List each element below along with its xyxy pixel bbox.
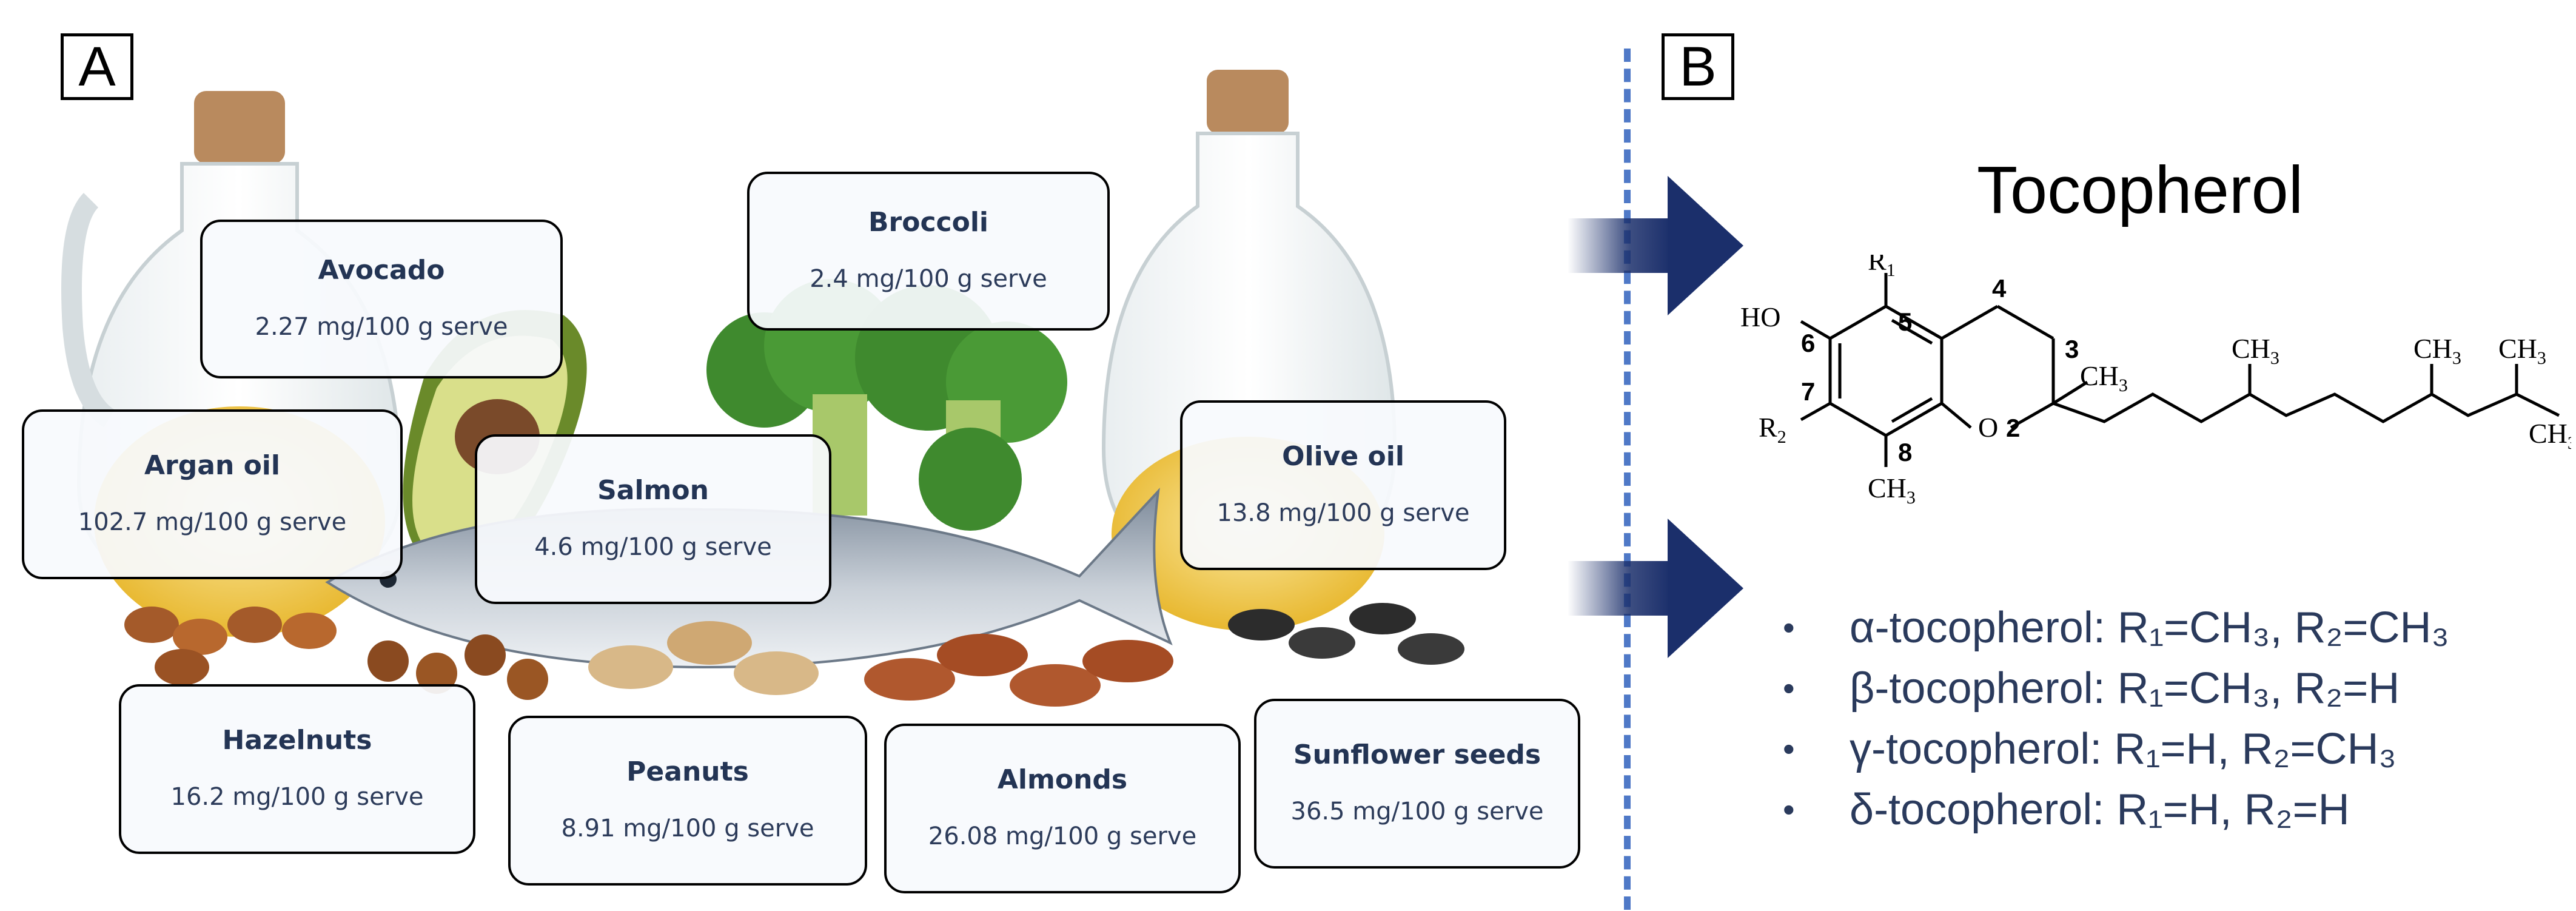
food-name: Almonds [997, 764, 1128, 795]
chain-methyl-label: CH3 [2498, 333, 2546, 368]
peanuts-info-box: Peanuts 8.91 mg/100 g serve [508, 716, 867, 886]
position-5-label: 5 [1898, 308, 1912, 336]
food-amount: 8.91 mg/100 g serve [561, 814, 814, 842]
argan-oil-info-box: Argan oil 102.7 mg/100 g serve [22, 409, 403, 579]
food-amount: 13.8 mg/100 g serve [1216, 499, 1470, 527]
food-amount: 4.6 mg/100 g serve [534, 533, 772, 561]
almonds-info-box: Almonds 26.08 mg/100 g serve [884, 724, 1241, 893]
position-8-label: 8 [1898, 438, 1912, 466]
food-name: Hazelnuts [222, 724, 372, 756]
list-item: • γ-tocopherol: R₁=H, R₂=CH₃ [1783, 719, 2449, 779]
salmon-info-box: Salmon 4.6 mg/100 g serve [475, 434, 831, 604]
c8-methyl-label: CH3 [1868, 472, 1916, 508]
chain-methyl-label: CH3 [2529, 418, 2571, 453]
olive-oil-info-box: Olive oil 13.8 mg/100 g serve [1180, 400, 1506, 570]
position-2-label: 2 [2006, 414, 2020, 442]
r2-label: R2 [1759, 412, 1786, 447]
chain-methyl-label: CH3 [2232, 333, 2279, 368]
list-item: • β-tocopherol: R₁=CH₃, R₂=H [1783, 658, 2449, 719]
compound-title: Tocopherol [1977, 153, 2304, 227]
panel-divider [1624, 49, 1631, 910]
r1-label: R1 [1868, 255, 1896, 280]
ring-oxygen-label: O [1978, 412, 1998, 443]
panel-label-b: B [1662, 33, 1734, 100]
food-amount: 26.08 mg/100 g serve [928, 822, 1197, 850]
position-7-label: 7 [1801, 377, 1815, 406]
form-text: γ-tocopherol: R₁=H, R₂=CH₃ [1850, 725, 2397, 773]
chain-methyl-label: CH3 [2413, 333, 2461, 368]
bullet: • [1783, 790, 1795, 829]
arrow-right-icon [1568, 519, 1743, 658]
food-name: Salmon [597, 474, 709, 506]
bullet: • [1783, 608, 1795, 647]
form-text: δ-tocopherol: R₁=H, R₂=H [1850, 785, 2350, 834]
hazelnuts-info-box: Hazelnuts 16.2 mg/100 g serve [119, 684, 475, 854]
list-item: • α-tocopherol: R₁=CH₃, R₂=CH₃ [1783, 597, 2449, 658]
food-amount: 2.4 mg/100 g serve [810, 264, 1047, 293]
tocopherol-structure: R1 HO R2 O CH3 CH3 CH3 CH3 CH3 CH3 2 3 4… [1740, 255, 2571, 508]
food-amount: 102.7 mg/100 g serve [78, 508, 347, 536]
form-text: α-tocopherol: R₁=CH₃, R₂=CH₃ [1850, 603, 2449, 652]
food-amount: 16.2 mg/100 g serve [170, 782, 424, 811]
position-6-label: 6 [1801, 329, 1815, 357]
food-name: Broccoli [868, 206, 989, 238]
broccoli-info-box: Broccoli 2.4 mg/100 g serve [747, 172, 1110, 331]
list-item: • δ-tocopherol: R₁=H, R₂=H [1783, 779, 2449, 840]
food-name: Sunflower seeds [1293, 739, 1541, 770]
nuts-illustration [124, 603, 1464, 707]
food-name: Olive oil [1282, 440, 1404, 472]
food-name: Argan oil [144, 449, 280, 481]
food-amount: 36.5 mg/100 g serve [1290, 797, 1544, 825]
tocopherol-forms-list: • α-tocopherol: R₁=CH₃, R₂=CH₃ • β-tocop… [1783, 597, 2449, 840]
sunflower-seeds-info-box: Sunflower seeds 36.5 mg/100 g serve [1254, 699, 1580, 869]
position-4-label: 4 [1992, 274, 2007, 303]
avocado-info-box: Avocado 2.27 mg/100 g serve [200, 220, 563, 378]
bullet: • [1783, 669, 1795, 707]
food-amount: 2.27 mg/100 g serve [255, 312, 508, 341]
form-text: β-tocopherol: R₁=CH₃, R₂=H [1850, 664, 2400, 713]
c2-methyl-label: CH3 [2080, 360, 2128, 395]
position-3-label: 3 [2065, 335, 2079, 363]
arrow-right-icon [1568, 176, 1743, 315]
food-name: Peanuts [626, 756, 749, 787]
food-name: Avocado [318, 254, 445, 286]
ho-label: HO [1740, 301, 1780, 332]
panel-label-a: A [61, 33, 133, 100]
bullet: • [1783, 730, 1795, 768]
